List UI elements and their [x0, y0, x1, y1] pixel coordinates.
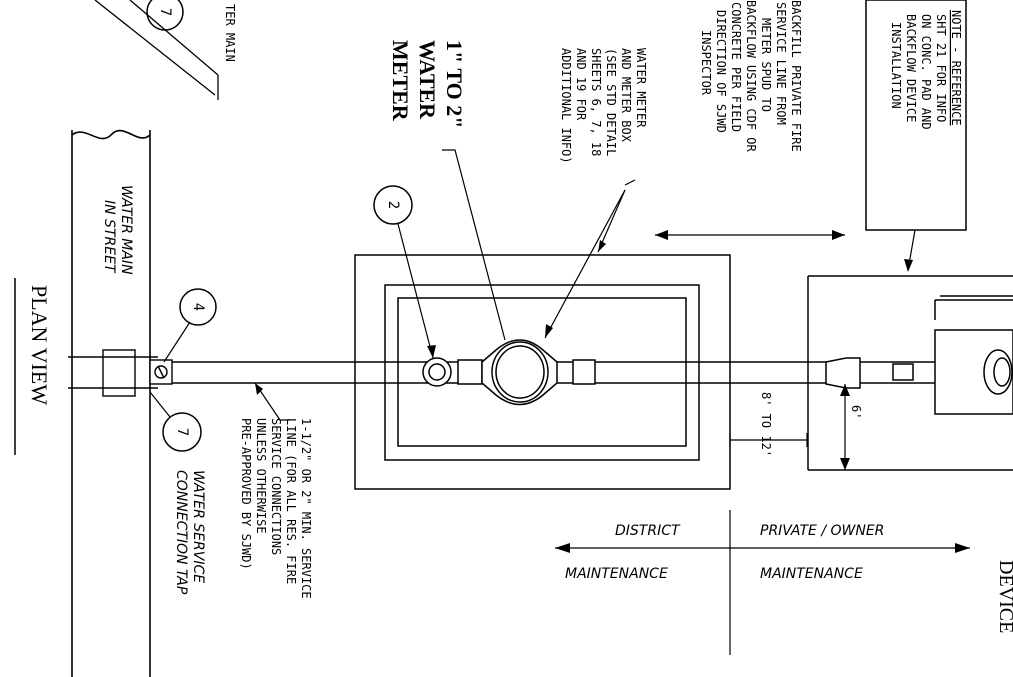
- backfill-note-line-7: INSPECTOR: [699, 30, 713, 96]
- service-tap-label: WATER SERVICE CONNECTION TAP: [173, 470, 206, 595]
- callout-4: 4: [163, 288, 217, 363]
- meter-box-note: WATER METER AND METER BOX (SEE STD DETAI…: [559, 48, 648, 164]
- plan-view-title: PLAN VIEW: [27, 285, 52, 405]
- water-meter: [422, 339, 596, 406]
- water-main-street-line-1: WATER MAIN: [118, 185, 134, 275]
- backfill-note-line-6: DIRECTION OF SJWD: [714, 10, 728, 133]
- callout-2: 2: [373, 185, 436, 359]
- meter-size-label: 1" TO 2": [442, 40, 467, 128]
- reference-note-box: [865, 0, 967, 231]
- service-tap-line-1: WATER SERVICE: [190, 470, 206, 583]
- service-line-note: 1-1/2" OR 2" MIN. SERVICE LINE (FOR ALL …: [239, 418, 313, 599]
- backfill-note-line-3: METER SPUD TO: [759, 18, 773, 112]
- reference-note-line-1: NOTE - REFERENCE: [949, 10, 963, 126]
- meter-word-label: METER: [388, 40, 413, 122]
- water-main-street-label: WATER MAIN IN STREET: [101, 185, 134, 275]
- water-main-leader-top: [94, 0, 219, 100]
- district-label: DISTRICT: [615, 523, 681, 539]
- callout-7-lower: 7: [149, 391, 202, 452]
- meter-box-note-line-6: ADDITIONAL INFO): [559, 48, 573, 164]
- water-main-street-line-2: IN STREET: [101, 200, 117, 274]
- service-line-note-line-1: 1-1/2" OR 2" MIN. SERVICE: [299, 418, 313, 599]
- callout-7-upper: 7: [146, 0, 184, 31]
- meter-box-note-line-1: WATER METER: [634, 48, 648, 128]
- service-line-note-line-3: SERVICE CONNECTIONS: [269, 418, 283, 555]
- backflow-pad: [807, 275, 1013, 471]
- backfill-note-line-5: CONCRETE PER FIELD: [729, 2, 743, 132]
- meter-box: [354, 254, 731, 490]
- water-main-partial-label: TER MAIN: [223, 4, 237, 62]
- meter-size-label-group: 1" TO 2" WATER METER: [388, 40, 467, 128]
- service-line-note-line-4: UNLESS OTHERWISE: [254, 418, 268, 534]
- maintenance-left-label: MAINTENANCE: [565, 566, 668, 582]
- water-main-pipe: [71, 129, 151, 677]
- meter-box-note-line-3: (SEE STD DETAIL: [604, 48, 618, 156]
- arrowheads: [255, 230, 970, 553]
- dimension-8-to-12: 8' TO 12': [759, 392, 773, 457]
- callout-2-label: 2: [385, 201, 401, 209]
- callout-7-lower-label: 7: [174, 428, 190, 436]
- reference-note-line-3: ON CONC. PAD AND: [919, 14, 933, 130]
- private-owner-label: PRIVATE / OWNER: [760, 523, 884, 539]
- backfill-note-line-2: SERVICE LINE FROM: [774, 2, 788, 125]
- callout-7-upper-label: 7: [157, 8, 173, 16]
- plan-view-title-group: PLAN VIEW: [14, 278, 52, 455]
- backfill-note-line-4: BACKFLOW USING CDF OR: [744, 0, 758, 152]
- reference-note: NOTE - REFERENCE SHT 21 FOR INFO ON CONC…: [889, 10, 963, 130]
- meter-box-note-line-2: AND METER BOX: [619, 48, 633, 143]
- maintenance-labels: DISTRICT MAINTENANCE PRIVATE / OWNER MAI…: [565, 523, 884, 582]
- service-line-note-line-5: PRE-APPROVED BY SJWD): [239, 418, 253, 570]
- backfill-note: BACKFILL PRIVATE FIRE SERVICE LINE FROM …: [699, 0, 803, 152]
- reference-note-line-4: BACKFLOW DEVICE: [904, 14, 918, 122]
- reference-note-line-5: INSTALLATION: [889, 22, 903, 109]
- dimension-6: 6': [849, 405, 863, 419]
- backflow-device: [825, 329, 1013, 415]
- meter-box-note-line-5: AND 19 FOR: [574, 48, 588, 121]
- service-tap-line-2: CONNECTION TAP: [173, 470, 189, 595]
- maintenance-right-label: MAINTENANCE: [760, 566, 863, 582]
- water-word-label: WATER: [415, 40, 440, 120]
- meter-box-note-line-4: SHEETS 6, 7, 18: [589, 48, 603, 156]
- backfill-note-line-1: BACKFILL PRIVATE FIRE: [789, 0, 803, 152]
- callout-4-label: 4: [190, 303, 206, 311]
- service-line-note-line-2: LINE (FOR ALL RES. FIRE: [284, 418, 298, 584]
- reference-note-line-2: SHT 21 FOR INFO: [934, 14, 948, 122]
- device-partial-label: DEVICE: [995, 560, 1013, 633]
- service-tap-fitting: [68, 349, 173, 397]
